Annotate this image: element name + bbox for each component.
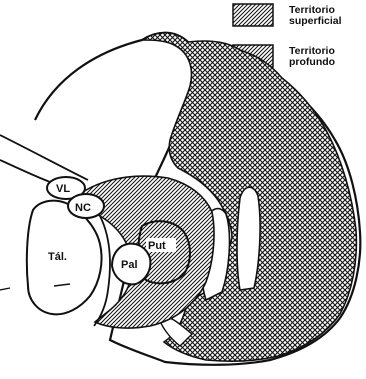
sulcus-2 <box>237 187 260 290</box>
legend-profundo-label-2: profundo <box>289 56 335 68</box>
legend-superficial-label-2: superficial <box>289 15 342 27</box>
label-nc: NC <box>75 202 91 214</box>
ventricle-line-upper <box>0 135 88 180</box>
label-tal: Tál. <box>48 251 67 263</box>
label-pal: Pal <box>121 259 138 271</box>
label-put: Put <box>148 240 166 252</box>
side-tick <box>0 288 10 290</box>
label-vl: VL <box>56 183 70 195</box>
legend-superficial-swatch <box>233 4 273 26</box>
